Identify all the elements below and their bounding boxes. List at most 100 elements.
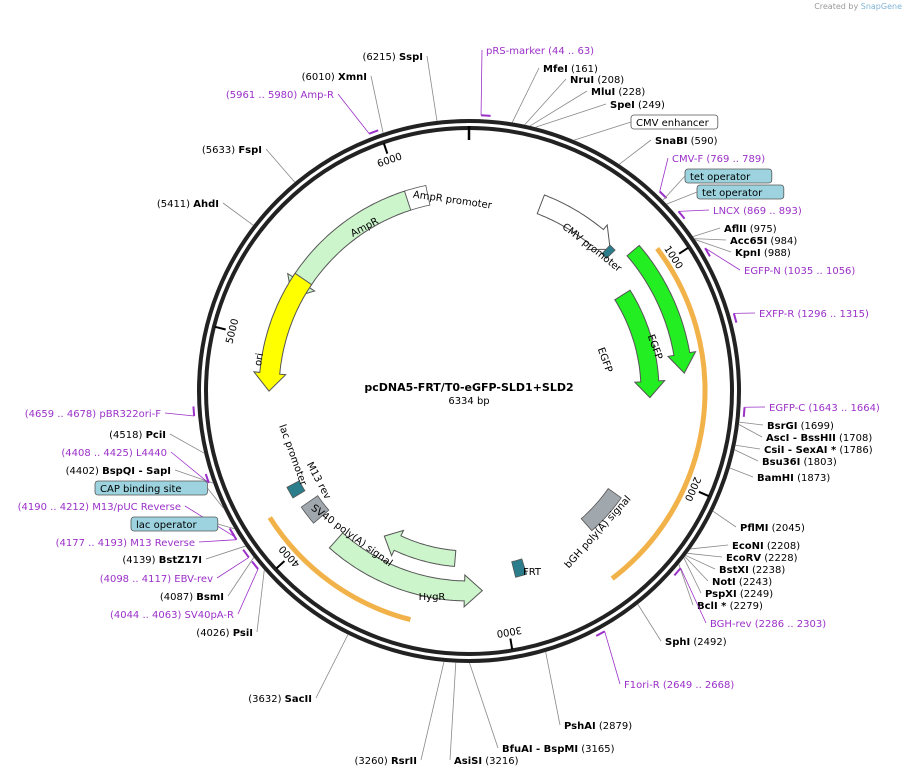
orange-region-bottom <box>267 516 412 623</box>
leader-line <box>535 103 607 128</box>
leader-line <box>420 661 445 761</box>
leader-line <box>662 175 686 201</box>
tick-mark <box>275 560 286 570</box>
feature-label: EGFP <box>595 346 614 374</box>
site-name: XmnI <box>338 72 367 83</box>
site-pos: (6010) <box>302 72 338 83</box>
site-label: SnaBI (590) <box>655 136 718 147</box>
site-label: (5411) AhdI <box>157 199 219 210</box>
primer-range: (2649 .. 2668) <box>660 680 735 691</box>
feature-label: FRT <box>523 567 542 578</box>
site-pos: (1803) <box>800 457 837 468</box>
leader-line <box>637 604 662 642</box>
site-label: PspXI (2249) <box>705 589 773 600</box>
feature-arrow-sv40-poly-a-signal <box>328 532 484 609</box>
site-name: EcoRV <box>726 553 761 564</box>
tick-label: 5000 <box>224 318 241 345</box>
primer-leader <box>704 247 741 271</box>
leader-line <box>426 55 438 121</box>
site-pos: (249) <box>635 100 665 111</box>
leader-line <box>315 634 349 699</box>
primer-mark <box>192 406 196 417</box>
site-label: (3632) SacII <box>248 694 312 705</box>
leader-line <box>685 555 716 570</box>
primer-label: (4408 .. 4425) L4440 <box>61 448 167 459</box>
primer-range: (44 .. 63) <box>545 46 594 57</box>
site-name: SpeI <box>610 100 635 111</box>
primer-label: (4098 .. 4117) EBV-rev <box>100 574 213 585</box>
site-name: PshAI <box>564 721 596 732</box>
leader-line <box>529 90 588 127</box>
site-name: PflMI <box>740 523 768 534</box>
site-label: BstXI (2238) <box>719 565 785 576</box>
ampr-promoter-box <box>404 185 431 211</box>
site-extra: - SapI <box>135 466 171 477</box>
site-label: BamHI (1873) <box>757 473 830 484</box>
leader-line <box>683 557 702 594</box>
leader-line <box>692 227 721 237</box>
primer-name: M13/pUC Reverse <box>92 502 181 513</box>
leader-line <box>666 191 698 205</box>
primer-label: F1ori-R (2649 .. 2668) <box>624 680 734 691</box>
primer-leader <box>237 568 259 615</box>
leader-line <box>712 510 737 528</box>
primer-label: EGFP-C (1643 .. 1664) <box>769 403 880 414</box>
site-pos: (984) <box>767 236 797 247</box>
site-name: BfuAI <box>502 744 533 755</box>
sv40-box <box>300 495 330 524</box>
site-name: CsiI <box>764 445 784 456</box>
site-pos: (3260) <box>355 756 391 767</box>
site-label: EcoRV (2228) <box>726 553 798 564</box>
primer-leader <box>216 557 250 579</box>
feature-label: lac promoter <box>276 423 309 488</box>
tick-mark <box>509 638 514 650</box>
leader-line <box>265 148 296 183</box>
snapgene-credit: Created by SnapGene <box>814 2 902 11</box>
primer-label: BGH-rev (2286 .. 2303) <box>710 619 826 630</box>
site-label: AflII (975) <box>724 224 777 235</box>
site-pos: (3165) <box>578 744 615 755</box>
primer-mark <box>204 473 210 484</box>
site-name: BamHI <box>757 473 794 484</box>
primer-label: pRS-marker (44 .. 63) <box>486 46 594 57</box>
site-label: PflMI (2045) <box>740 523 805 534</box>
site-label: Acc65I (984) <box>730 236 797 247</box>
primer-name: BGH-rev <box>710 619 752 630</box>
site-name: KpnI <box>735 248 761 259</box>
primer-range: (4177 .. 4193) <box>56 538 131 549</box>
primer-label: EGFP-N (1035 .. 1056) <box>744 266 855 277</box>
site-name: Acc65I <box>730 236 767 247</box>
site-name: MluI <box>591 87 615 98</box>
site-pos: (988) <box>761 248 791 259</box>
primer-range: (1035 .. 1056) <box>781 266 856 277</box>
site-name: SspI <box>399 52 423 63</box>
site-pos: (1699) <box>797 421 834 432</box>
site-name: SacII <box>285 694 312 705</box>
tick-label: 6000 <box>376 151 404 170</box>
site-pos: (4518) <box>109 430 145 441</box>
boxed-label: CAP binding site <box>100 484 182 495</box>
site-label: BfuAI - BspMI (3165) <box>502 744 615 755</box>
site-label: MfeI (161) <box>543 64 598 75</box>
site-label: SpeI (249) <box>610 100 665 111</box>
feature-arrow-cmv-promoter <box>536 194 611 251</box>
primer-mark <box>677 210 686 220</box>
site-pos: (2492) <box>690 637 727 648</box>
site-pos: (2279) <box>726 601 763 612</box>
primer-label: EXFP-R (1296 .. 1315) <box>759 309 869 320</box>
site-name: BsrGI <box>767 421 797 432</box>
tick-mark <box>382 142 389 154</box>
site-label: (4518) PciI <box>109 430 166 441</box>
primer-leader <box>604 631 621 685</box>
site-label: NotI (2243) <box>712 577 772 588</box>
site-pos: (4139) <box>122 555 158 566</box>
tick-mark <box>678 246 689 255</box>
site-name: AflII <box>724 224 747 235</box>
site-pos: (4402) <box>66 466 102 477</box>
site-pos: (161) <box>568 64 598 75</box>
primer-leader <box>164 412 195 417</box>
site-name: BsmI <box>196 592 224 603</box>
site-pos: (3216) <box>482 756 519 767</box>
primer-name: EGFP-N <box>744 266 781 277</box>
feature-label: HygR <box>419 592 446 603</box>
